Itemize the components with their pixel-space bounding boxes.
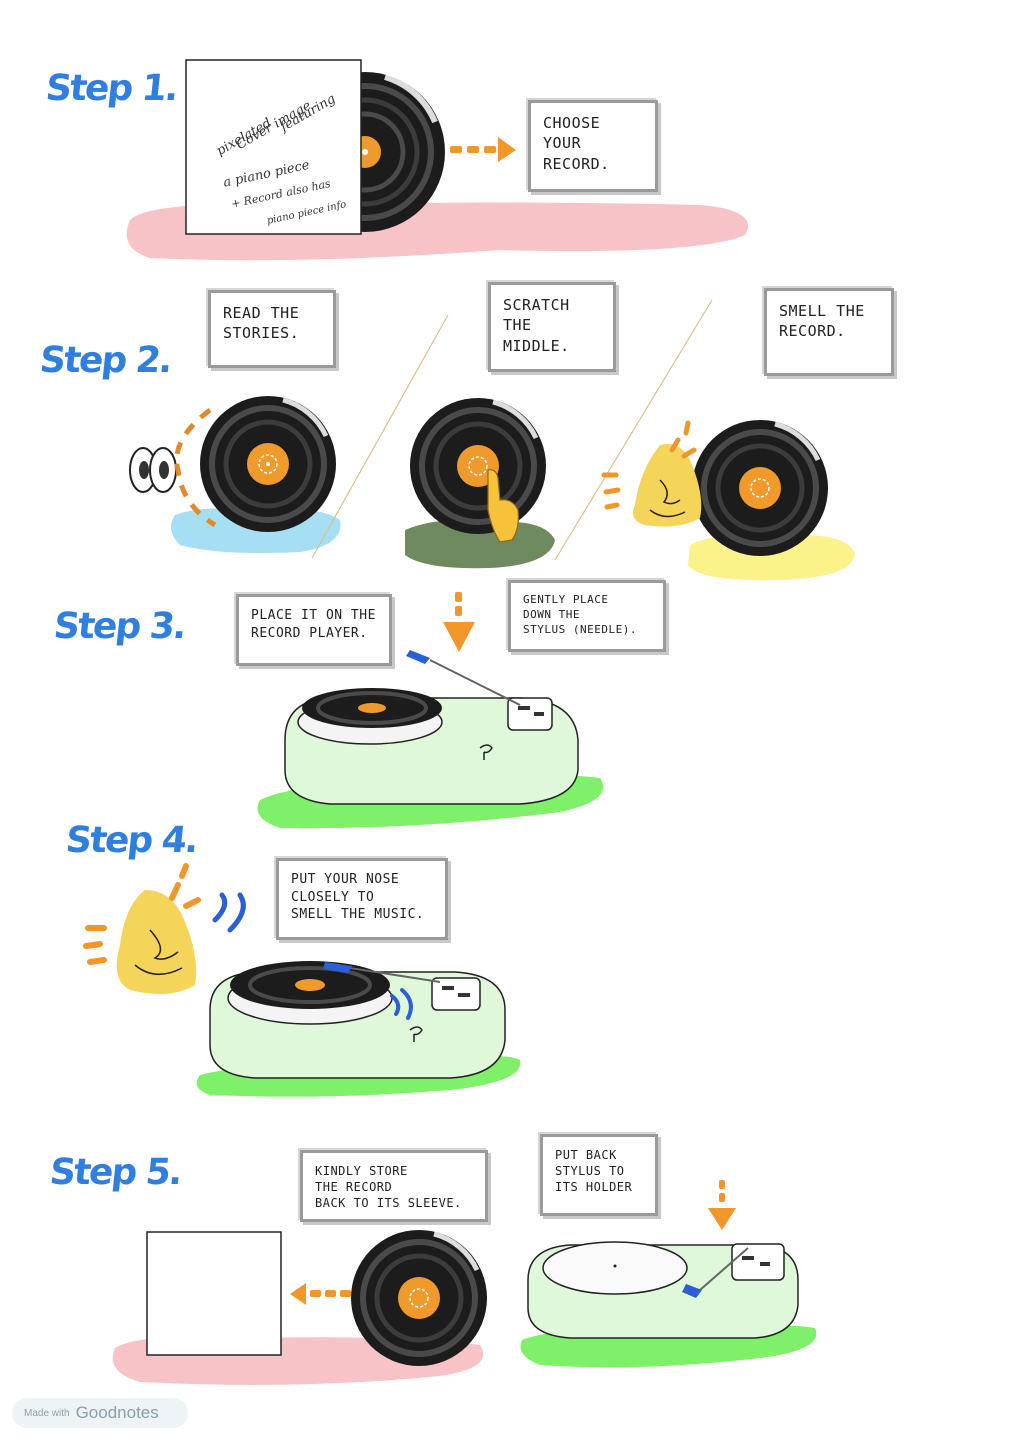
note-line: Read the (223, 304, 300, 322)
record-step2-smell (692, 420, 828, 556)
note-line: middle. (503, 336, 570, 355)
note-place-stylus: Gently place down the stylus (needle). (508, 580, 666, 652)
note-line: record. (779, 322, 846, 341)
record-sleeve-step1 (185, 59, 362, 235)
step1-title: Step 1. (43, 68, 179, 109)
note-read-stories: Read the stories. (208, 290, 336, 368)
note-line: smell the music. (291, 907, 425, 923)
dark-green-smudge (405, 519, 555, 569)
step3-title: Step 3. (51, 606, 187, 647)
note-line: Choose (543, 114, 601, 132)
record-player-step3 (284, 650, 579, 805)
record-step2-read (200, 396, 336, 532)
note-stylus-holder: Put back stylus to its holder (540, 1134, 658, 1216)
record-player-step5 (527, 1241, 799, 1339)
note-line: its holder (555, 1180, 633, 1195)
note-line: stylus (needle). (523, 622, 637, 636)
cover-note-line: Cover image (234, 98, 314, 153)
eyes (129, 447, 177, 493)
note-line: record. (543, 154, 610, 173)
nose-icon-step4 (83, 863, 246, 994)
divider-1 (311, 314, 449, 559)
note-line: Kindly store (315, 1164, 408, 1178)
note-line: stories. (223, 324, 300, 343)
note-smell-music: Put your nose closely to smell the music… (276, 858, 448, 940)
note-smell-record: Smell the record. (764, 288, 894, 376)
arrow-step5 (290, 1283, 351, 1305)
goodnotes-logo: Goodnotes (75, 1403, 159, 1422)
arrow-step5-down (708, 1180, 736, 1230)
note-line: record player. (251, 625, 368, 641)
note-line: Scratch the (503, 296, 570, 335)
made-with-badge[interactable]: Made with Goodnotes (12, 1398, 188, 1428)
note-choose-record: Choose your record. (528, 100, 658, 192)
note-line: Gently place (523, 593, 609, 606)
note-line: stylus to (555, 1164, 625, 1179)
note-line: back to its sleeve. (315, 1196, 462, 1211)
cover-note: pixelated Cover image featuring a piano … (186, 60, 361, 234)
record-sleeve-step5 (146, 1231, 282, 1356)
note-line: Smell the (779, 302, 865, 320)
step2-title: Step 2. (37, 340, 173, 381)
note-line: closely to (291, 889, 375, 905)
arrow-step1 (450, 137, 516, 162)
record-step5 (351, 1230, 487, 1366)
record-player-step4 (209, 961, 506, 1079)
note-scratch-middle: Scratch the middle. (488, 282, 616, 372)
note-line: down the (523, 607, 580, 621)
finger-icon (487, 469, 519, 543)
note-place-record: Place it on the record player. (236, 594, 392, 666)
step4-title: Step 4. (63, 820, 199, 861)
divider-2 (554, 299, 713, 561)
step5-title: Step 5. (47, 1152, 183, 1193)
made-with-label: Made with (24, 1407, 70, 1419)
record-step2-scratch (410, 398, 546, 534)
note-line: the record (315, 1180, 393, 1195)
note-store-record: Kindly store the record back to its slee… (300, 1150, 488, 1222)
note-line: your (543, 134, 582, 153)
note-line: Put your nose (291, 872, 400, 887)
arrow-step3 (443, 592, 475, 652)
note-line: Put back (555, 1148, 617, 1162)
nose-icon-step2 (601, 420, 702, 527)
eye-sightline (174, 408, 217, 528)
note-line: Place it on the (251, 608, 376, 623)
cover-note-line: piano piece info (266, 199, 348, 227)
